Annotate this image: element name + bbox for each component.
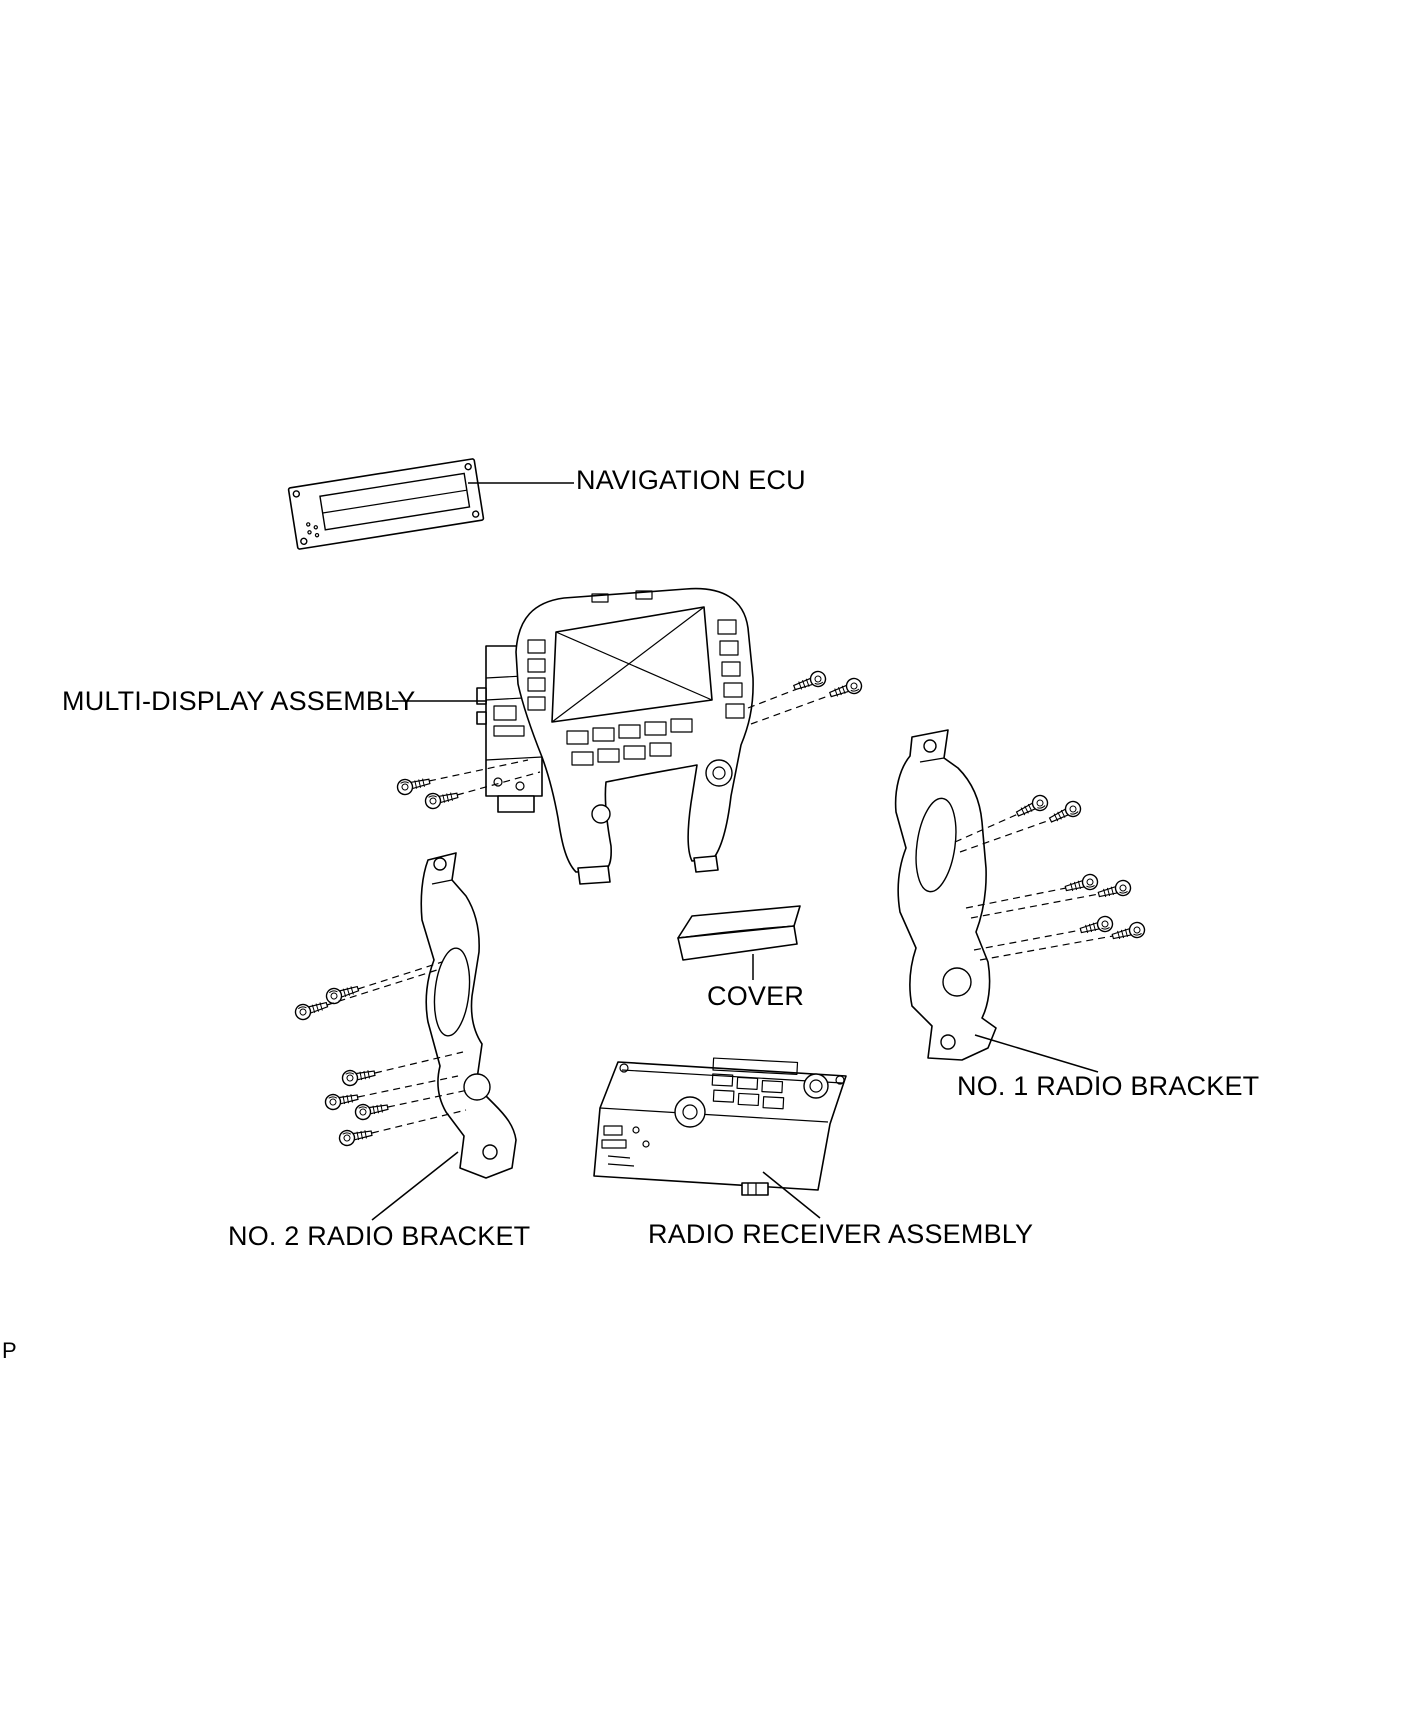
page-corner-mark: P: [2, 1338, 17, 1363]
label-no1-radio-bracket: NO. 1 RADIO BRACKET: [957, 1071, 1260, 1101]
screw-icon: [827, 675, 865, 703]
screw-icon: [1110, 920, 1147, 945]
screw-icon: [337, 1125, 374, 1148]
leader-lines: [371, 482, 1099, 1221]
label-navigation-ecu: NAVIGATION ECU: [576, 465, 806, 495]
screw-icon: [292, 996, 330, 1023]
screw-icon: [791, 668, 829, 696]
navigation-ecu-drawing: [287, 458, 485, 550]
label-radio-receiver-assembly: RADIO RECEIVER ASSEMBLY: [648, 1219, 1034, 1249]
screw-icon: [395, 773, 432, 797]
screw-icon: [323, 1089, 360, 1112]
leader-line: [762, 1171, 821, 1219]
multi-display-assembly-drawing: [476, 587, 754, 885]
label-cover: COVER: [707, 981, 805, 1011]
screw-icon: [1063, 872, 1100, 897]
screw-icon: [353, 1099, 390, 1122]
screw-icon: [1078, 914, 1115, 939]
screw-icon: [1096, 878, 1133, 903]
radio-receiver-assembly-drawing: [593, 1057, 847, 1196]
cover-drawing: [677, 905, 801, 961]
no2-radio-bracket-drawing: [420, 852, 517, 1179]
label-no2-radio-bracket: NO. 2 RADIO BRACKET: [228, 1221, 531, 1251]
label-multi-display-assembly: MULTI-DISPLAY ASSEMBLY: [62, 686, 416, 716]
no1-radio-bracket-drawing: [894, 729, 997, 1061]
screw-icon: [1046, 798, 1084, 828]
leader-line: [974, 1034, 1099, 1073]
leader-line: [371, 1151, 459, 1221]
screw-icon: [323, 980, 361, 1007]
screw-icon: [340, 1065, 377, 1088]
screw-icon: [423, 787, 460, 811]
alignment-dashes: [326, 688, 1114, 1134]
screw-icon: [1013, 792, 1051, 822]
